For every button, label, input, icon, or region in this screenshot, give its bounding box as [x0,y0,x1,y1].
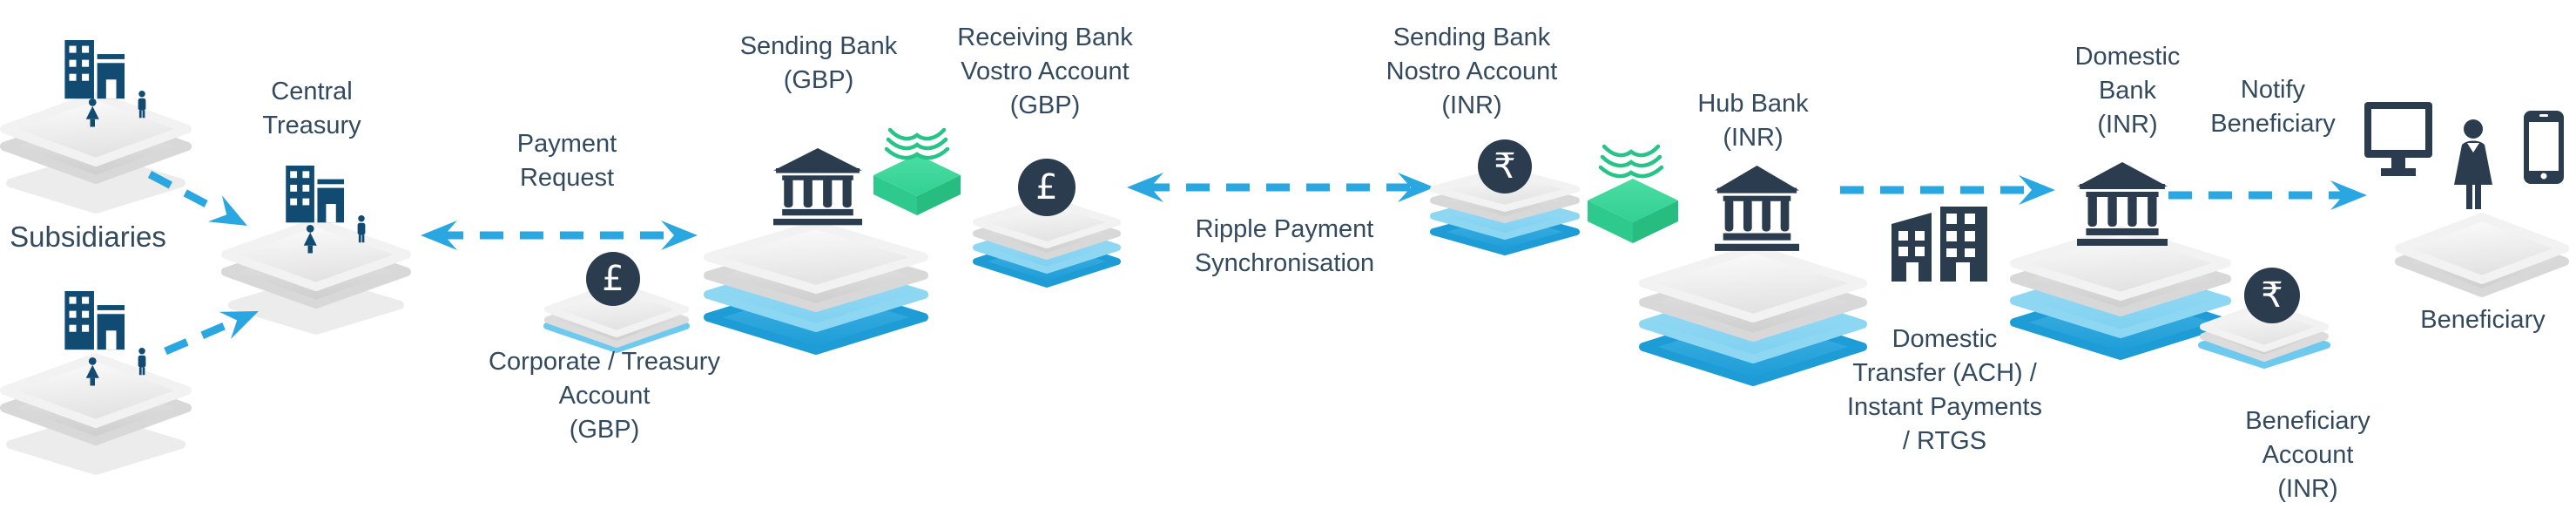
label-subsidiaries: Subsidiaries [10,221,166,253]
smartphone-icon [2524,111,2564,184]
pound-badge-icon: £ [586,252,640,306]
label-corporate-account: Corporate / Treasury Account (GBP) [489,348,720,444]
ripple-cube-icon [1588,144,1678,243]
label-domestic-transfer: Domestic Transfer (ACH) / Instant Paymen… [1846,325,2043,455]
arrow-notify-beneficiary [2168,180,2367,210]
arrow-payment-request [421,221,698,250]
sending-bank-icon [773,148,862,226]
beneficiary-person-icon [2454,119,2492,209]
label-beneficiary-account: Beneficiary Account (INR) [2245,407,2370,503]
beneficiary-account-platform [2198,302,2330,369]
rupee-badge-icon: ₹ [1478,139,1532,193]
pound-badge-icon: £ [1018,159,1076,216]
rupee-badge-icon: ₹ [2244,268,2300,323]
label-beneficiary: Beneficiary [2420,306,2546,334]
arrow-subsidiary2-treasury [164,297,265,356]
label-hub-bank: Hub Bank (INR) [1697,90,1809,152]
hub-bank-icon [1715,166,1799,251]
domestic-bank-platform [2010,226,2231,360]
domestic-transfer-buildings-icon [1892,207,1987,282]
label-vostro-account: Receiving Bank Vostro Account (GBP) [957,24,1133,119]
central-treasury-platform [221,218,411,335]
sending-bank-platform [704,221,928,355]
central-treasury-building-icon [286,166,344,223]
hub-bank-platform [1639,244,1867,386]
label-central-treasury: Central Treasury [262,78,361,139]
arrow-ripple-sync [1127,173,1434,202]
label-payment-request: Payment Request [516,130,617,192]
vostro-account-platform [973,196,1121,288]
label-nostro-account: Sending Bank Nostro Account (INR) [1386,24,1558,119]
label-ripple-sync: Ripple Payment Synchronisation [1194,215,1375,277]
subsidiary-1-building-icon [64,40,125,99]
label-notify-beneficiary: Notify Beneficiary [2210,76,2336,138]
beneficiary-platform [2395,213,2569,297]
arrow-domestic-transfer [1840,175,2055,205]
domestic-bank-icon [2077,162,2168,246]
corporate-account-platform [543,282,690,353]
label-domestic-bank: Domestic Bank (INR) [2074,43,2181,139]
label-sending-bank: Sending Bank (GBP) [739,32,898,94]
ripple-cube-icon [873,127,961,215]
monitor-icon [2364,102,2432,176]
subsidiary-2-platform [0,353,192,475]
subsidiary-2-building-icon [64,291,125,350]
arrow-subsidiary1-treasury [147,171,254,240]
